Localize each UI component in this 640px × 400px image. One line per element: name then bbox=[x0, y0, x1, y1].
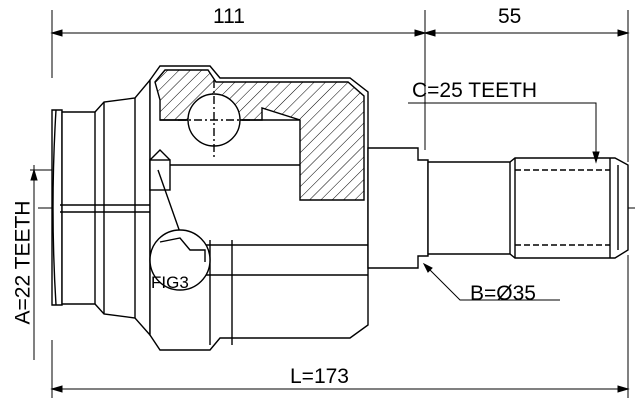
dimension-111-label: 111 bbox=[213, 5, 245, 28]
c-teeth-label: C=25 TEETH bbox=[412, 79, 538, 102]
housing bbox=[149, 65, 369, 351]
shaft bbox=[427, 157, 629, 259]
dimension-55-label: 55 bbox=[498, 5, 522, 28]
top-dimension bbox=[50, 10, 630, 162]
bottom-dimension bbox=[50, 255, 630, 398]
bearing-ball bbox=[178, 80, 250, 160]
fig3-label: FIG3 bbox=[151, 273, 189, 292]
fig3-detail bbox=[149, 169, 211, 291]
boot bbox=[51, 78, 151, 337]
b-diameter-label: B=Ø35 bbox=[470, 282, 536, 305]
neck bbox=[367, 147, 429, 269]
overall-length-label: L=173 bbox=[290, 365, 349, 388]
a-teeth-label: A=22 TEETH bbox=[11, 200, 35, 325]
leaders bbox=[408, 102, 600, 301]
